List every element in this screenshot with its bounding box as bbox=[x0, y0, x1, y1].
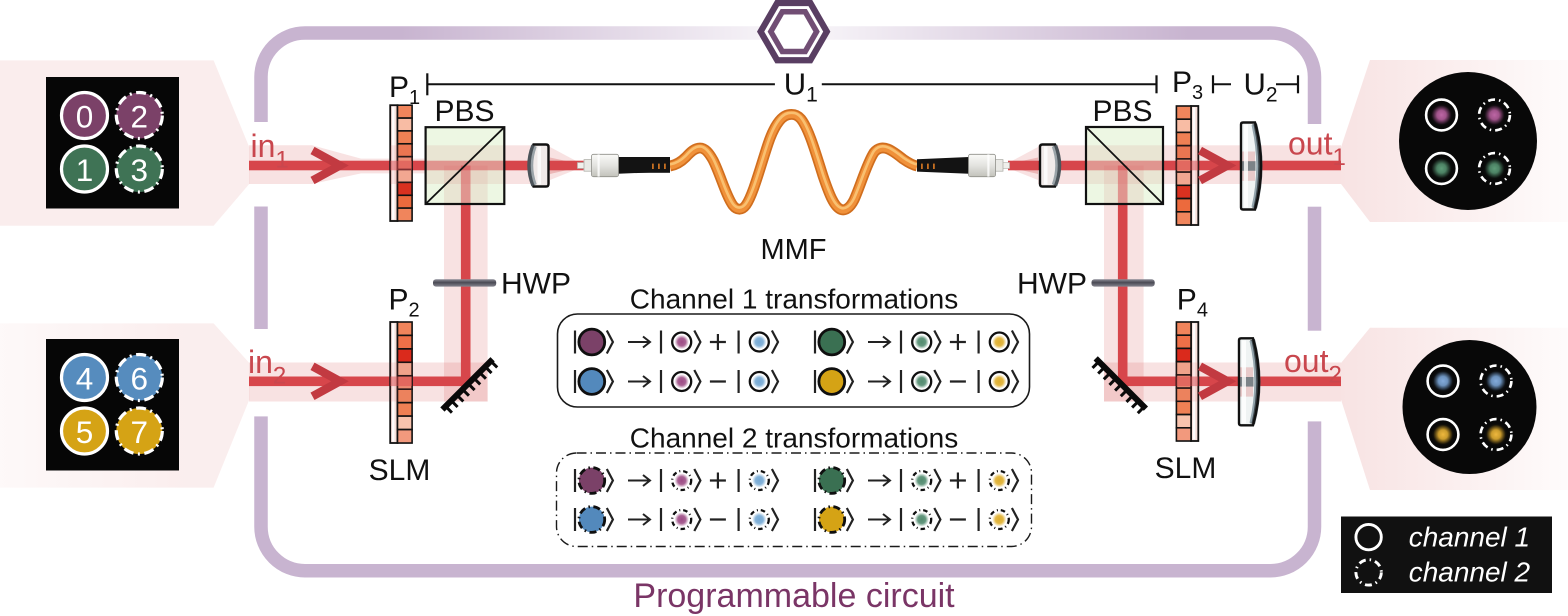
svg-text:Programmable circuit: Programmable circuit bbox=[633, 577, 955, 615]
svg-text:Channel 2 transformations: Channel 2 transformations bbox=[630, 423, 958, 454]
svg-text:SLM: SLM bbox=[1155, 452, 1217, 485]
svg-text:2: 2 bbox=[131, 99, 149, 135]
svg-text:7: 7 bbox=[131, 414, 149, 450]
svg-text:MMF: MMF bbox=[760, 234, 826, 266]
svg-text:SLM: SLM bbox=[369, 454, 431, 487]
svg-text:channel 1: channel 1 bbox=[1409, 522, 1530, 553]
svg-text:HWP: HWP bbox=[1017, 268, 1087, 301]
svg-text:6: 6 bbox=[131, 361, 149, 397]
svg-text:HWP: HWP bbox=[501, 268, 571, 301]
svg-text:0: 0 bbox=[76, 99, 94, 135]
svg-text:channel 2: channel 2 bbox=[1409, 557, 1531, 588]
svg-text:U1: U1 bbox=[784, 67, 818, 107]
svg-text:PBS: PBS bbox=[434, 95, 494, 128]
svg-text:Channel 1 transformations: Channel 1 transformations bbox=[630, 284, 958, 315]
svg-text:5: 5 bbox=[76, 414, 94, 450]
svg-text:1: 1 bbox=[76, 152, 94, 188]
svg-text:PBS: PBS bbox=[1092, 95, 1152, 128]
svg-text:4: 4 bbox=[76, 361, 94, 397]
svg-text:3: 3 bbox=[131, 152, 149, 188]
